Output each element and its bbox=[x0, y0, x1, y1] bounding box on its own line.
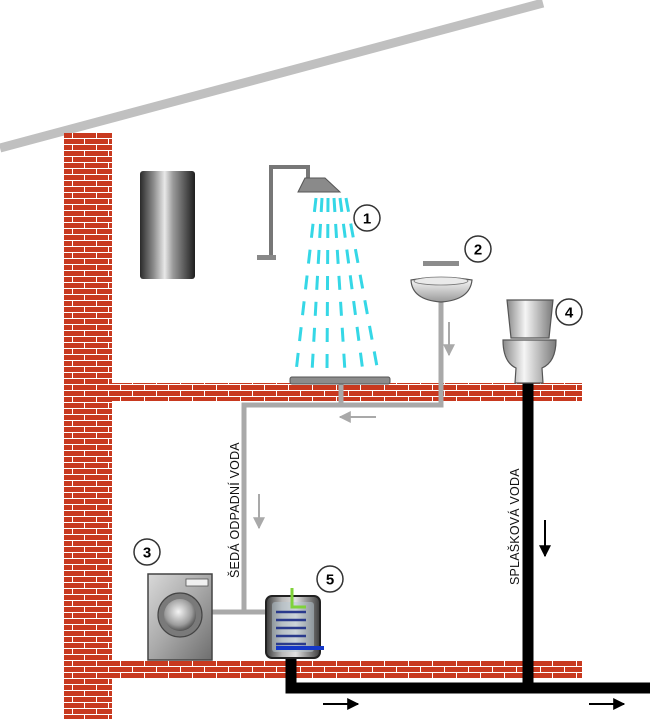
brick-wall bbox=[64, 133, 112, 719]
grey-water-tank-icon bbox=[265, 588, 324, 659]
washbasin-icon bbox=[410, 261, 473, 303]
ground-floor bbox=[112, 660, 582, 678]
roof-line bbox=[0, 0, 545, 153]
grey-flow-arrows bbox=[253, 322, 455, 530]
svg-text:2: 2 bbox=[474, 242, 482, 259]
black-water-pipes bbox=[285, 383, 650, 694]
marker-4: 4 bbox=[555, 298, 583, 326]
svg-text:4: 4 bbox=[565, 305, 574, 322]
svg-text:5: 5 bbox=[326, 572, 334, 589]
svg-text:3: 3 bbox=[143, 545, 151, 562]
marker-2: 2 bbox=[464, 235, 492, 263]
toilet-icon bbox=[502, 299, 557, 384]
washing-machine-icon bbox=[147, 573, 213, 661]
grey-water-pipes bbox=[212, 300, 444, 615]
marker-1: 1 bbox=[353, 204, 381, 232]
marker-3: 3 bbox=[133, 538, 161, 566]
svg-text:1: 1 bbox=[363, 211, 371, 228]
black-flow-arrows bbox=[323, 520, 626, 710]
shower-icon bbox=[257, 165, 391, 385]
shower-water-icon bbox=[294, 197, 380, 373]
black-water-label: SPLAŠKOVÁ VODA bbox=[507, 468, 522, 585]
grey-water-label: ŠEDÁ ODPADNÍ VODA bbox=[227, 442, 242, 578]
upper-floor bbox=[112, 383, 582, 401]
boiler-cylinder bbox=[140, 171, 195, 279]
marker-5: 5 bbox=[316, 565, 344, 593]
shower-tray bbox=[289, 376, 391, 385]
